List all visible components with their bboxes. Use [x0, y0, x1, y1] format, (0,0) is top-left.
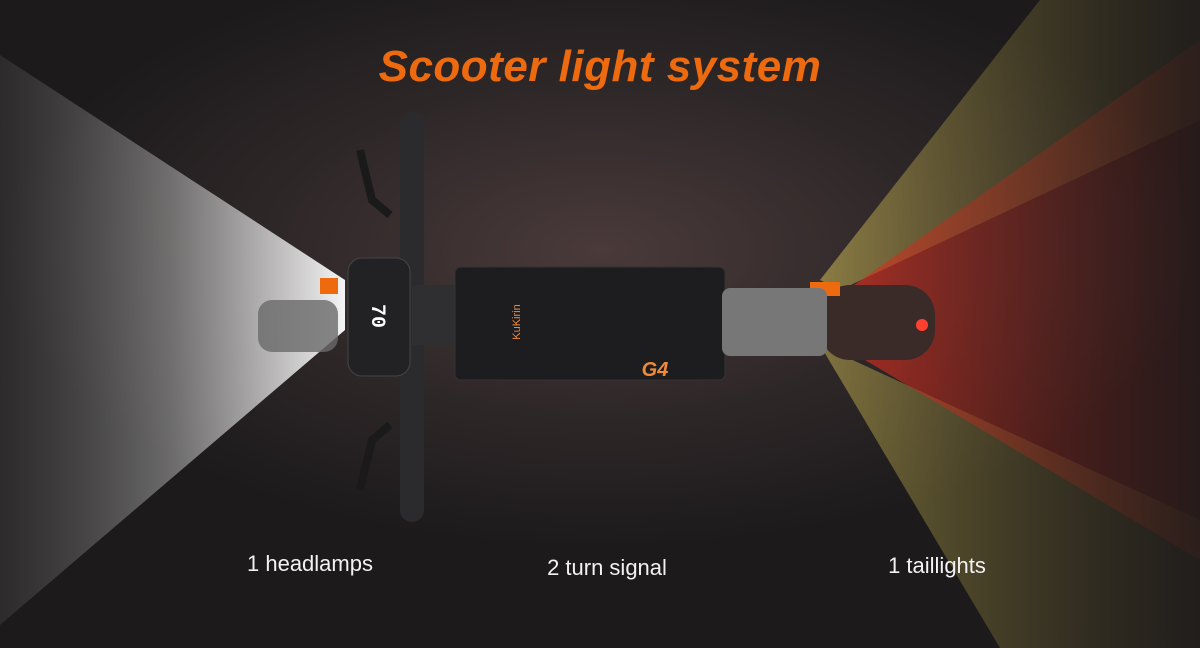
turn-signal-beam — [820, 0, 1200, 290]
headlamps-label: 1 headlamps — [247, 551, 373, 576]
brake-lever — [356, 149, 393, 219]
rear-plate — [722, 288, 827, 356]
front-turn-signal-lamp — [320, 278, 338, 294]
rear-fender — [820, 285, 935, 360]
taillights-label: 1 taillights — [888, 553, 986, 578]
taillight-beam — [840, 40, 1200, 560]
stem — [412, 285, 460, 345]
taillight — [916, 319, 928, 331]
page-title: Scooter light system — [378, 42, 822, 91]
deck — [454, 266, 726, 381]
brake-lever — [356, 421, 393, 491]
turn-signal-beam — [820, 345, 1200, 648]
brand-logo: KuKirin — [511, 304, 523, 339]
turn-signal-label: 2 turn signal — [547, 555, 667, 580]
dashboard-display — [347, 257, 411, 377]
model-badge: G4 — [642, 359, 669, 381]
front-wheel — [258, 300, 338, 352]
display-speed: 70 — [365, 304, 388, 328]
headlight-beam — [0, 55, 345, 625]
